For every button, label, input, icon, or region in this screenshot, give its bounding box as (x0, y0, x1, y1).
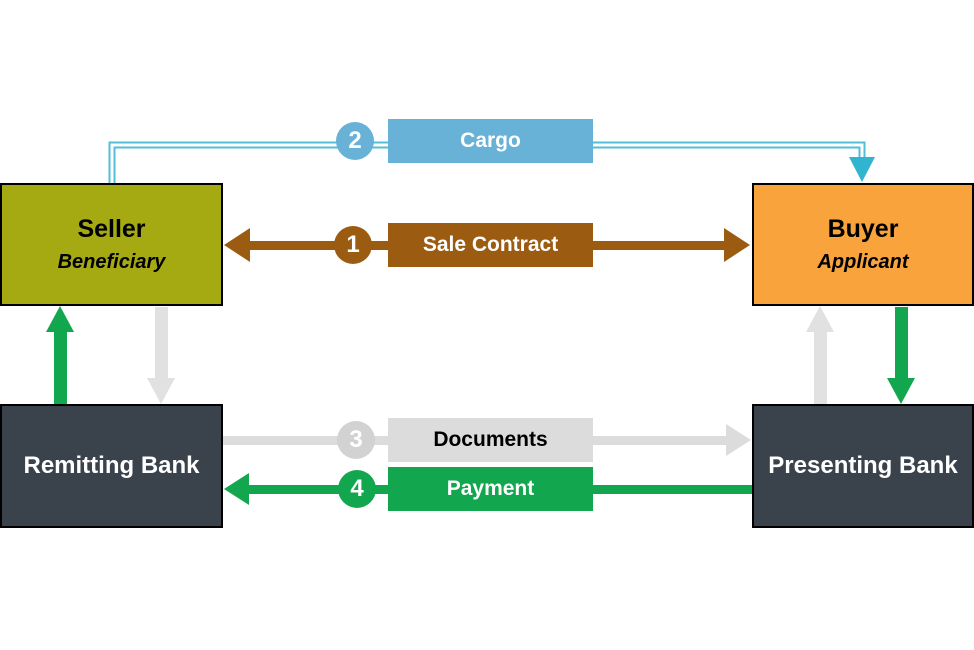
flow-number-badge-1: 1 (334, 226, 372, 264)
remitting-to-seller-arrowhead-icon (46, 306, 74, 332)
sale-contract-arrowhead-right-icon (724, 228, 750, 262)
flow-label-documents: Documents (388, 418, 593, 462)
flow-number-badge-4: 4 (338, 470, 376, 508)
node-seller: Seller Beneficiary (0, 183, 223, 306)
buyer-to-presenting-arrow-shaft (895, 307, 908, 379)
flow-number-badge-2: 2 (336, 122, 374, 160)
seller-to-remitting-arrowhead-icon (147, 378, 175, 404)
node-remitting-bank: Remitting Bank (0, 404, 223, 528)
remitting-to-seller-arrow-shaft (54, 330, 67, 404)
seller-title: Seller (77, 215, 146, 244)
flow-label-payment: Payment (388, 467, 593, 511)
presenting-bank-title: Presenting Bank (768, 451, 958, 479)
presenting-to-buyer-arrow-shaft (814, 330, 827, 404)
buyer-title: Buyer (827, 215, 899, 244)
sale-contract-arrowhead-left-icon (224, 228, 250, 262)
seller-to-remitting-arrow-shaft (155, 307, 168, 379)
node-presenting-bank: Presenting Bank (752, 404, 974, 528)
presenting-to-buyer-arrowhead-icon (806, 306, 834, 332)
payment-arrowhead-icon (224, 473, 249, 505)
remitting-bank-title: Remitting Bank (23, 451, 200, 479)
cargo-arrowhead-icon (849, 157, 875, 182)
seller-subtitle: Beneficiary (57, 250, 166, 273)
flow-number-badge-3: 3 (337, 421, 375, 459)
node-buyer: Buyer Applicant (752, 183, 974, 306)
flow-label-sale-contract: Sale Contract (388, 223, 593, 267)
buyer-to-presenting-arrowhead-icon (887, 378, 915, 404)
flow-label-cargo: Cargo (388, 119, 593, 163)
documents-arrowhead-icon (726, 424, 751, 456)
buyer-subtitle: Applicant (817, 250, 909, 273)
